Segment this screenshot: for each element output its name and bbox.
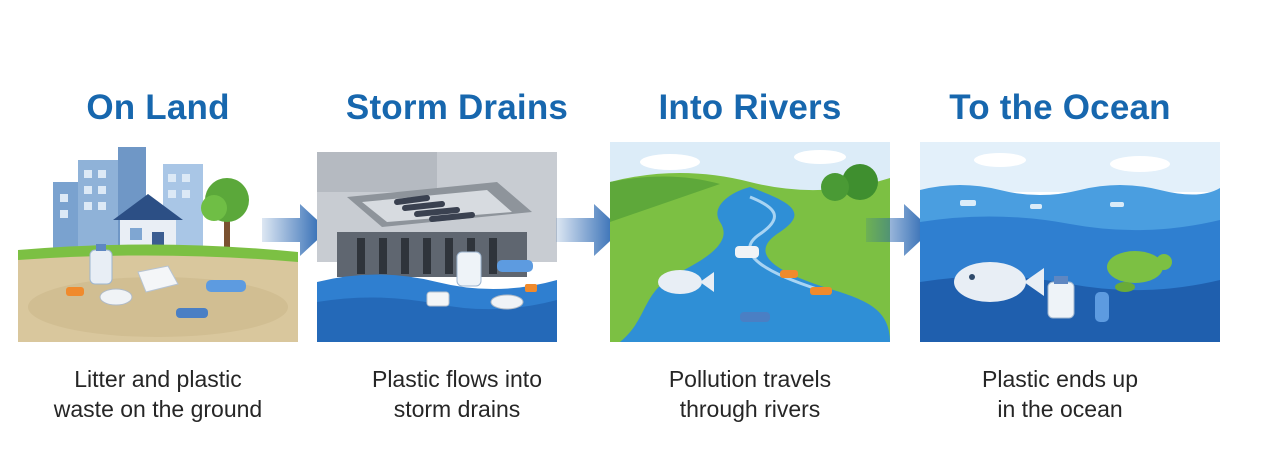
stage-into-rivers: Into Rivers Pollution travels through ri… [610, 0, 890, 462]
stage-title: To the Ocean [949, 88, 1171, 127]
caption-line: Plastic flows into [371, 366, 542, 392]
stage-title: On Land [86, 88, 230, 127]
stage-title: Storm Drains [345, 88, 569, 127]
ocean-icon [920, 142, 1220, 342]
caption-line: in the ocean [997, 396, 1123, 422]
storm-drain-icon [317, 142, 597, 342]
stage-caption: Pollution travels through rivers [590, 364, 910, 424]
caption-line: through rivers [679, 396, 821, 422]
river-icon [610, 142, 890, 342]
stage-to-the-ocean: To the Ocean Plastic ends up [920, 0, 1220, 462]
arrow-right-icon [556, 200, 624, 265]
caption-line: waste on the ground [53, 396, 263, 422]
city-litter-icon [18, 142, 298, 342]
stage-caption: Plastic flows into storm drains [297, 364, 617, 424]
arrow-right-icon [866, 200, 934, 265]
stage-storm-drains: Storm Drains [317, 0, 597, 462]
stage-caption: Plastic ends up in the ocean [900, 364, 1220, 424]
caption-line: storm drains [393, 396, 521, 422]
caption-line: Plastic ends up [982, 366, 1138, 392]
caption-line: Litter and plastic [74, 366, 242, 392]
stage-caption: Litter and plastic waste on the ground [0, 364, 318, 424]
stage-title: Into Rivers [658, 88, 842, 127]
stage-on-land: On Land [18, 0, 298, 462]
arrow-right-icon [262, 200, 330, 265]
caption-line: Pollution travels [668, 366, 832, 392]
